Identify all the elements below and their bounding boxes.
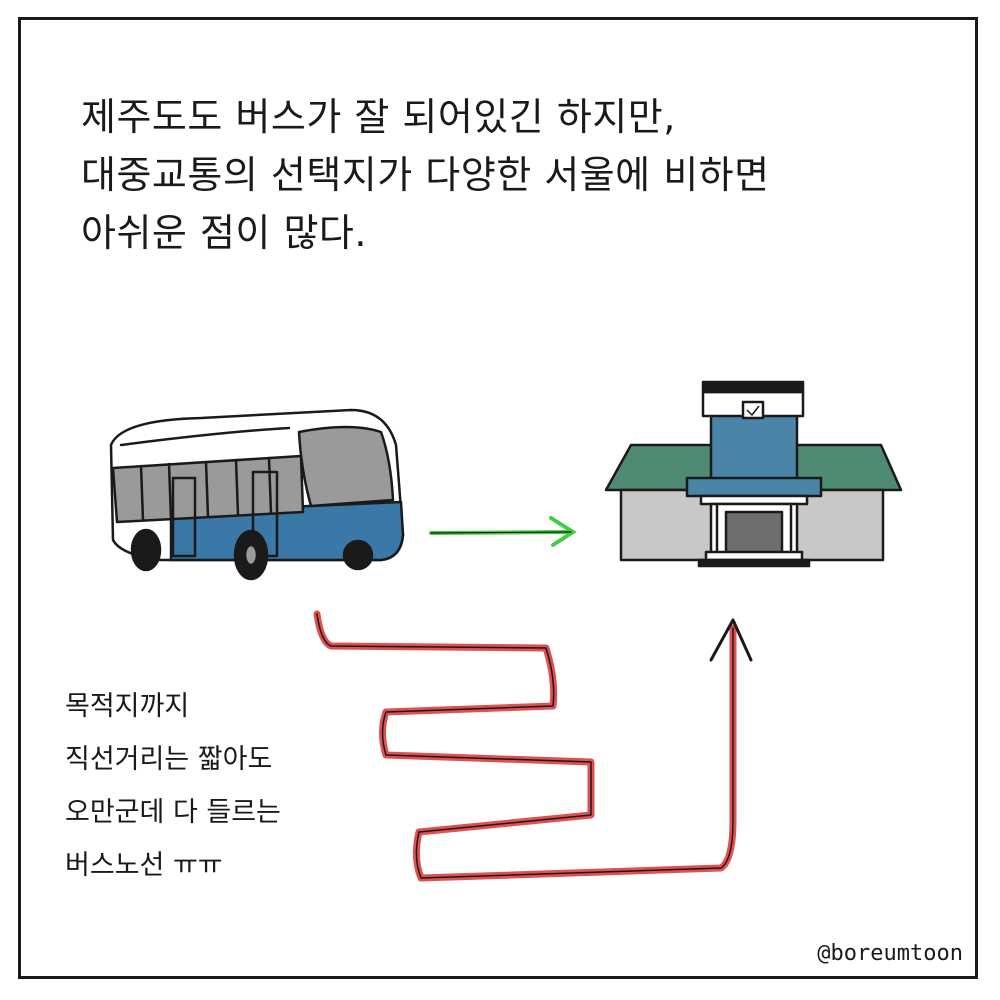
illustration: [109, 380, 903, 882]
winding-route-arrow-icon: [313, 610, 753, 882]
bus-illustration: [109, 408, 405, 581]
straight-arrow-icon: [429, 516, 577, 547]
caption-line: 제주도도 버스가 잘 되어있긴 하지만,: [81, 95, 676, 139]
note-line: 오만군데 다 들르는: [65, 797, 281, 828]
note-line: 목적지까지: [65, 691, 190, 722]
caption-line: 아쉬운 점이 많다.: [81, 211, 367, 255]
caption-line: 대중교통의 선택지가 다양한 서울에 비하면: [81, 153, 770, 197]
artist-credit: @boreumtoon: [817, 941, 963, 966]
route-note: 목적지까지 직선거리는 짧아도 오만군데 다 들르는 버스노선 ㅠㅠ: [65, 680, 281, 892]
note-line: 직선거리는 짧아도: [65, 744, 273, 775]
caption-text: 제주도도 버스가 잘 되어있긴 하지만, 대중교통의 선택지가 다양한 서울에 …: [81, 88, 770, 262]
terminal-building-illustration: [604, 380, 903, 568]
note-line: 버스노선 ㅠㅠ: [65, 850, 223, 881]
comic-panel: 제주도도 버스가 잘 되어있긴 하지만, 대중교통의 선택지가 다양한 서울에 …: [18, 17, 978, 979]
